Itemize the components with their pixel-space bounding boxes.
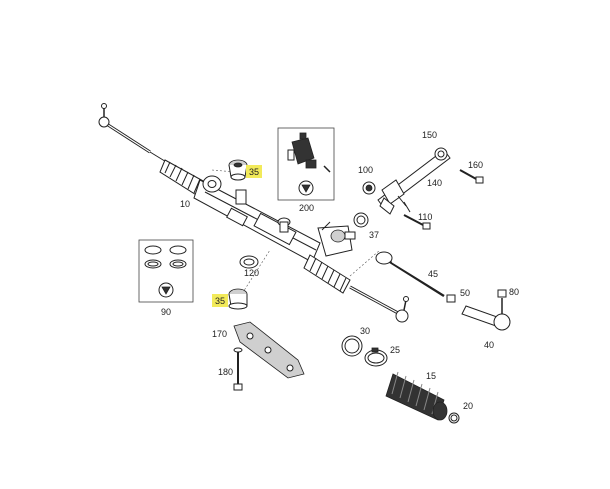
callout-25[interactable]: 25 bbox=[390, 345, 400, 355]
joint-100[interactable] bbox=[362, 181, 376, 195]
callout-140[interactable]: 140 bbox=[427, 178, 442, 188]
inset-box-seal-kit[interactable] bbox=[138, 239, 194, 303]
bolt-180[interactable] bbox=[233, 347, 243, 391]
ring-30[interactable] bbox=[341, 335, 363, 357]
right-bellows[interactable] bbox=[303, 254, 351, 294]
left-bellows[interactable] bbox=[159, 159, 206, 197]
callout-90[interactable]: 90 bbox=[161, 307, 171, 317]
callout-50[interactable]: 50 bbox=[460, 288, 470, 298]
callout-150[interactable]: 150 bbox=[422, 130, 437, 140]
nut-50[interactable] bbox=[446, 294, 456, 303]
outer-tie-rod-end-40[interactable] bbox=[461, 289, 511, 331]
clamp-20[interactable] bbox=[448, 412, 460, 424]
callout-160[interactable]: 160 bbox=[468, 160, 483, 170]
inner-tie-rod-45[interactable] bbox=[375, 251, 445, 298]
callout-170[interactable]: 170 bbox=[212, 329, 227, 339]
callout-80[interactable]: 80 bbox=[509, 287, 519, 297]
highlight-35-upper bbox=[246, 165, 262, 178]
callout-120[interactable]: 120 bbox=[244, 268, 259, 278]
inset-box-valve-unit[interactable] bbox=[277, 127, 335, 201]
bellows-15[interactable] bbox=[385, 371, 448, 421]
bolt-110[interactable] bbox=[403, 214, 431, 230]
steering-shaft-140[interactable] bbox=[377, 147, 451, 215]
clamp-25[interactable] bbox=[364, 347, 388, 367]
callout-100[interactable]: 100 bbox=[358, 165, 373, 175]
callout-20[interactable]: 20 bbox=[463, 401, 473, 411]
callout-15[interactable]: 15 bbox=[426, 371, 436, 381]
callout-40[interactable]: 40 bbox=[484, 340, 494, 350]
mount-bushing-lower[interactable] bbox=[228, 288, 248, 310]
callout-45[interactable]: 45 bbox=[428, 269, 438, 279]
callout-37[interactable]: 37 bbox=[369, 230, 379, 240]
callout-200[interactable]: 200 bbox=[299, 203, 314, 213]
bolt-160[interactable] bbox=[459, 169, 484, 184]
callout-10[interactable]: 10 bbox=[180, 199, 190, 209]
steering-rack-housing[interactable] bbox=[98, 103, 409, 323]
callout-110[interactable]: 110 bbox=[418, 212, 432, 222]
seal-ring-120[interactable] bbox=[239, 255, 259, 269]
callout-35-lower[interactable]: 35 bbox=[215, 296, 225, 306]
callout-35-upper[interactable]: 35 bbox=[249, 167, 259, 177]
mounting-bracket-170[interactable] bbox=[233, 321, 305, 379]
highlight-35-lower bbox=[212, 294, 228, 307]
mount-bushing-upper[interactable] bbox=[228, 159, 248, 181]
seal-ring-37[interactable] bbox=[353, 212, 369, 228]
callout-30[interactable]: 30 bbox=[360, 326, 370, 336]
callout-180[interactable]: 180 bbox=[218, 367, 233, 377]
